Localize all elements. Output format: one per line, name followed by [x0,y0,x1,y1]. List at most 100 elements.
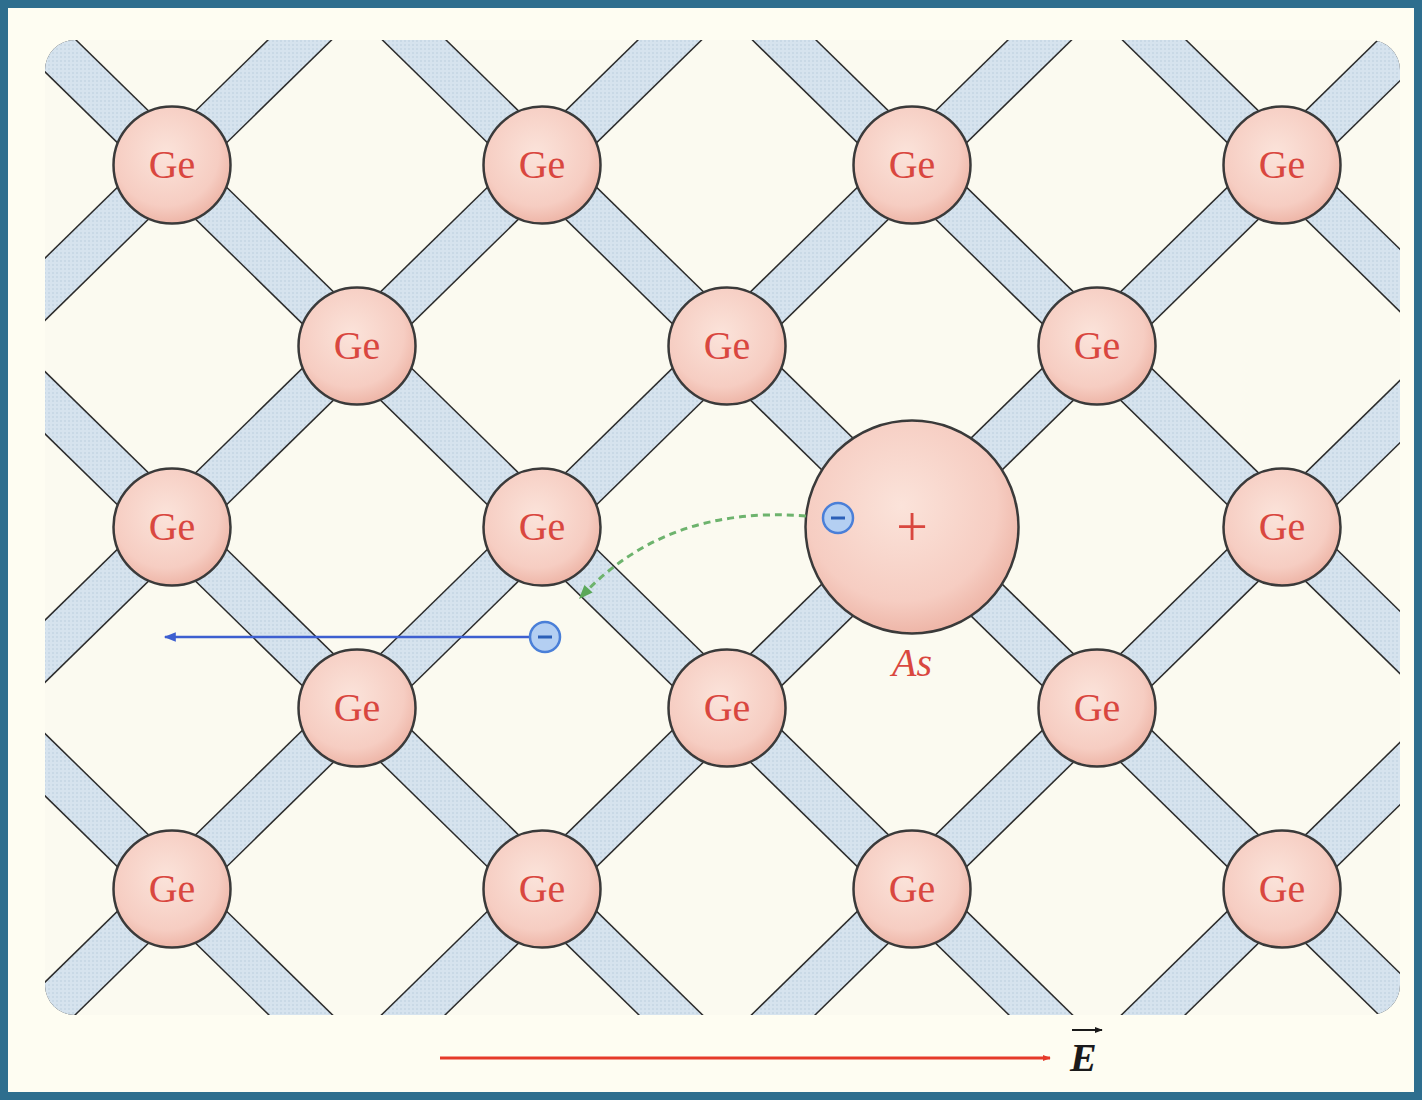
atom-symbol: Ge [112,829,232,949]
atom-text-group: Ge [112,829,232,949]
bond-band [45,40,1400,1015]
bond-band-outline [45,40,1290,1015]
atom-symbol: Ge [1037,648,1157,768]
bond-bands [45,40,1400,1015]
bound-electron [823,503,853,533]
field-arrow [440,1057,1050,1060]
bond-band-outline [45,40,1290,1015]
bond-band [45,40,1400,1015]
atom-name: As [804,639,1020,687]
atom-symbol: Ge [667,286,787,406]
bond-band-outline [45,40,1400,1015]
germanium-atom: Ge [112,467,232,587]
bond-band-outline [534,40,1400,1015]
bond-band-outline [164,40,1400,1015]
electron-drift-arrow [165,636,530,639]
germanium-atom: Ge [1037,648,1157,768]
bond-band [45,40,920,1015]
atom-symbol: Ge [482,105,602,225]
bond-band [45,40,550,1015]
bond-band [45,40,1290,1015]
atom-text-group: Ge [667,648,787,768]
bond-band-outline [45,40,1400,1015]
bond-band-outline [45,40,1400,1015]
atom-text-group: Ge [112,467,232,587]
atom-text-group: Ge [482,105,602,225]
bond-band-outline [45,40,1400,1015]
germanium-atom: Ge [1222,829,1342,949]
bond-band-outline [45,40,550,1015]
bond-band-outline [45,40,1400,1015]
atom-symbol: Ge [482,467,602,587]
bond-band [45,40,920,1015]
bond-band-outline [45,40,920,1015]
bond-band-outline [164,40,1400,1015]
atom-text-group: Ge [852,105,972,225]
germanium-atom: Ge [482,105,602,225]
vector-arrow-mark [1072,1029,1102,1031]
germanium-atom: Ge [852,105,972,225]
bond-band [45,40,1400,1015]
germanium-atom: Ge [1222,105,1342,225]
bond-band [45,40,1400,1015]
atom-symbol: Ge [1222,105,1342,225]
atom-symbol: Ge [297,286,417,406]
atom-text-group: Ge [297,286,417,406]
bond-band-outline [45,40,1400,1015]
atom-text-group: Ge [852,829,972,949]
atom-symbol: Ge [852,829,972,949]
lattice-ground [45,40,1400,1015]
atom-text-group: Ge [482,829,602,949]
bond-band [45,40,1400,1015]
field-label: E [1070,1038,1097,1078]
atom-symbol: Ge [1222,467,1342,587]
bond-band [45,40,1400,1015]
bond-band [534,40,1400,1015]
germanium-atom: Ge [482,829,602,949]
bond-band-outline [45,40,1400,1015]
bond-band [45,40,550,1015]
atom-symbol: Ge [112,105,232,225]
bond-band-outline [534,40,1400,1015]
bond-band-outline [45,40,1400,1015]
bond-band [45,40,1400,1015]
atom-text-group: Ge [1222,829,1342,949]
atom-text-group: Ge [667,286,787,406]
atom-symbol: Ge [112,467,232,587]
bond-band [534,40,1400,1015]
germanium-atom: Ge [667,286,787,406]
ion-charge: + [804,419,1020,635]
germanium-atom: Ge [297,648,417,768]
atom-text-group: +As [804,419,1020,687]
bond-band-outline [45,40,1400,1015]
germanium-atom: Ge [1222,467,1342,587]
atom-text-group: Ge [1037,286,1157,406]
bond-band-outline [45,40,920,1015]
bond-band [45,40,1400,1015]
atom-text-group: Ge [1222,467,1342,587]
germanium-atom: Ge [297,286,417,406]
bond-band-outline [45,40,1400,1015]
dopant-atom: +As [804,419,1020,635]
germanium-atom: Ge [112,829,232,949]
atom-symbol: Ge [482,829,602,949]
bond-band [45,40,1400,1015]
bond-band-outline [45,40,1400,1015]
bond-band [164,40,1400,1015]
atom-text-group: Ge [482,467,602,587]
atom-symbol: Ge [852,105,972,225]
atom-symbol: Ge [667,648,787,768]
bond-band [164,40,1400,1015]
atom-symbol: Ge [297,648,417,768]
bond-band [45,40,1290,1015]
bond-band [45,40,1400,1015]
germanium-atom: Ge [667,648,787,768]
atom-text-group: Ge [1222,105,1342,225]
atom-text-group: Ge [112,105,232,225]
germanium-atom: Ge [482,467,602,587]
atom-text-group: Ge [1037,648,1157,768]
bond-band [45,40,1400,1015]
atom-symbol: Ge [1222,829,1342,949]
germanium-atom: Ge [1037,286,1157,406]
